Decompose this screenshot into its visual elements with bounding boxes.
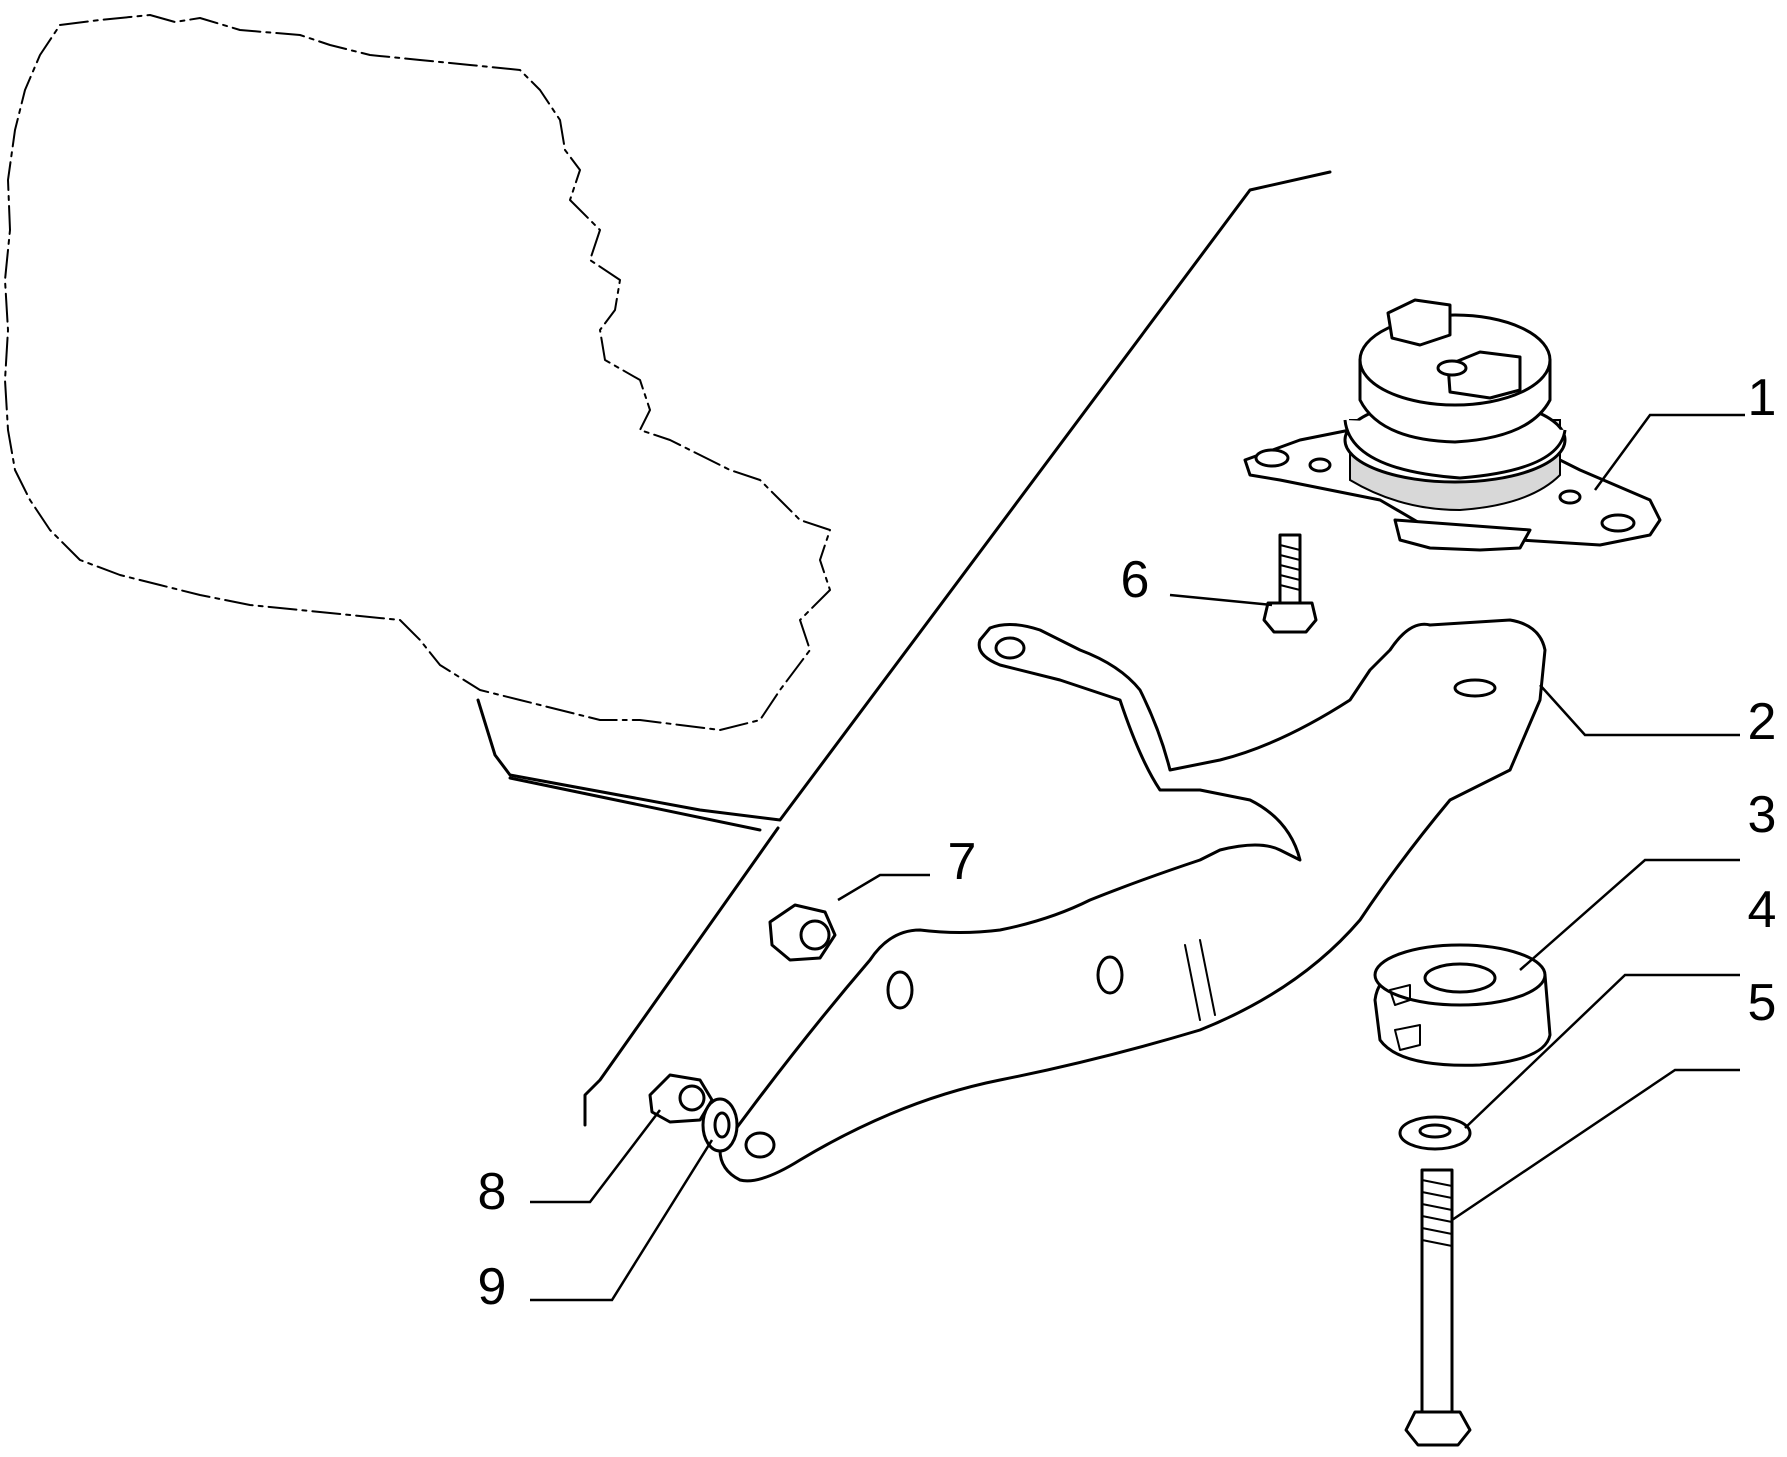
callout-5: 5	[1747, 974, 1777, 1032]
engine-mount-part	[1243, 298, 1662, 552]
nut-part-7	[768, 903, 837, 962]
bracket-arm-part	[718, 618, 1547, 1183]
rubber-block-part	[1373, 943, 1552, 1067]
callout-4: 4	[1747, 881, 1777, 939]
washer-part-4	[1398, 1115, 1472, 1151]
callout-7: 7	[947, 833, 977, 891]
callout-9: 9	[477, 1258, 507, 1316]
callout-2: 2	[1747, 693, 1777, 751]
nut-part-8	[648, 1073, 714, 1124]
leader-lines	[530, 413, 1745, 1302]
gearbox-outline	[4, 14, 831, 731]
callout-8: 8	[477, 1163, 507, 1221]
reference-lines	[476, 170, 1332, 1127]
bolt-part-6	[1262, 533, 1318, 634]
washer-part-9	[701, 1097, 739, 1153]
callout-1: 1	[1747, 369, 1777, 427]
callout-3: 3	[1747, 786, 1777, 844]
callout-6: 6	[1120, 551, 1150, 609]
long-bolt-part-5	[1404, 1168, 1472, 1447]
